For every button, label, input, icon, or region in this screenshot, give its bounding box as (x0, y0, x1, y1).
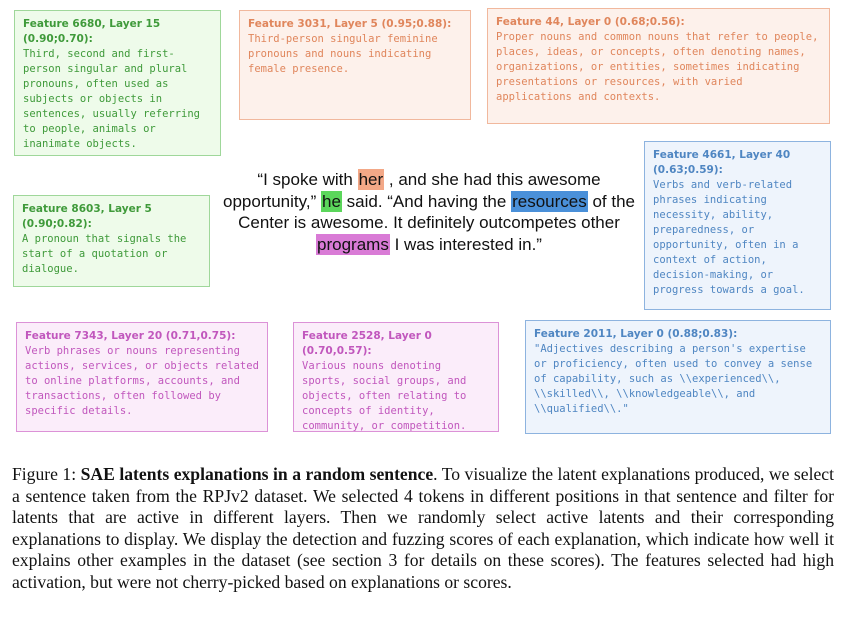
feature-title: Feature 2528, Layer 0 (0.70,0.57): (302, 330, 432, 357)
sentence-text: , and she had this awesome opportunity,” (223, 170, 601, 211)
feature-6680-card: Feature 6680, Layer 15 (0.90;0.70): Thir… (14, 10, 221, 156)
feature-explanation: Verbs and verb-related phrases indicatin… (653, 179, 805, 296)
feature-7343-card: Feature 7343, Layer 20 (0.71,0.75): Verb… (16, 322, 268, 432)
feature-explanation: Various nouns denoting sports, social gr… (302, 360, 467, 432)
feature-8603-card: Feature 8603, Layer 5 (0.90;0.82): A pro… (13, 195, 210, 287)
caption-label: Figure 1: (12, 464, 81, 484)
feature-title: Feature 7343, Layer 20 (0.71,0.75): (25, 330, 236, 342)
figure-caption: Figure 1: SAE latents explanations in a … (12, 464, 834, 593)
feature-3031-card: Feature 3031, Layer 5 (0.95;0.88): Third… (239, 10, 471, 120)
feature-44-card: Feature 44, Layer 0 (0.68;0.56): Proper … (487, 8, 830, 124)
caption-body: . To visualize the latent explanations p… (12, 464, 834, 592)
feature-explanation: "Adjectives describing a person's expert… (534, 343, 813, 415)
sentence-text: of the Center is awesome. It definitely … (238, 191, 635, 233)
feature-explanation: Third-person singular feminine pronouns … (248, 33, 438, 75)
feature-4661-card: Feature 4661, Layer 40 (0.63;0.59): Verb… (644, 141, 831, 310)
sentence-text: I was interested in.” (389, 234, 542, 254)
feature-title: Feature 6680, Layer 15 (0.90;0.70): (23, 18, 161, 45)
feature-title: Feature 8603, Layer 5 (0.90;0.82): (22, 203, 152, 230)
token-programs: programs (316, 233, 390, 255)
caption-title: SAE latents explanations in a random sen… (80, 464, 434, 484)
token-he: he (320, 190, 342, 212)
feature-explanation: Verb phrases or nouns representing actio… (25, 345, 259, 417)
feature-title: Feature 4661, Layer 40 (0.63;0.59): (653, 149, 791, 176)
feature-title: Feature 44, Layer 0 (0.68;0.56): (496, 16, 685, 28)
feature-2011-card: Feature 2011, Layer 0 (0.88;0.83): "Adje… (525, 320, 831, 434)
feature-explanation: Third, second and first-person singular … (23, 48, 201, 150)
feature-title: Feature 3031, Layer 5 (0.95;0.88): (248, 18, 452, 30)
example-sentence: “I spoke with her , and she had this awe… (215, 169, 643, 255)
feature-title: Feature 2011, Layer 0 (0.88;0.83): (534, 328, 738, 340)
token-resources: resources (511, 190, 588, 212)
sentence-text: “I spoke with (257, 170, 358, 189)
feature-explanation: A pronoun that signals the start of a qu… (22, 233, 187, 275)
sentence-text: said. “And having the (341, 191, 512, 211)
feature-2528-card: Feature 2528, Layer 0 (0.70,0.57): Vario… (293, 322, 499, 432)
feature-explanation: Proper nouns and common nouns that refer… (496, 31, 819, 103)
token-her: her (357, 169, 385, 190)
